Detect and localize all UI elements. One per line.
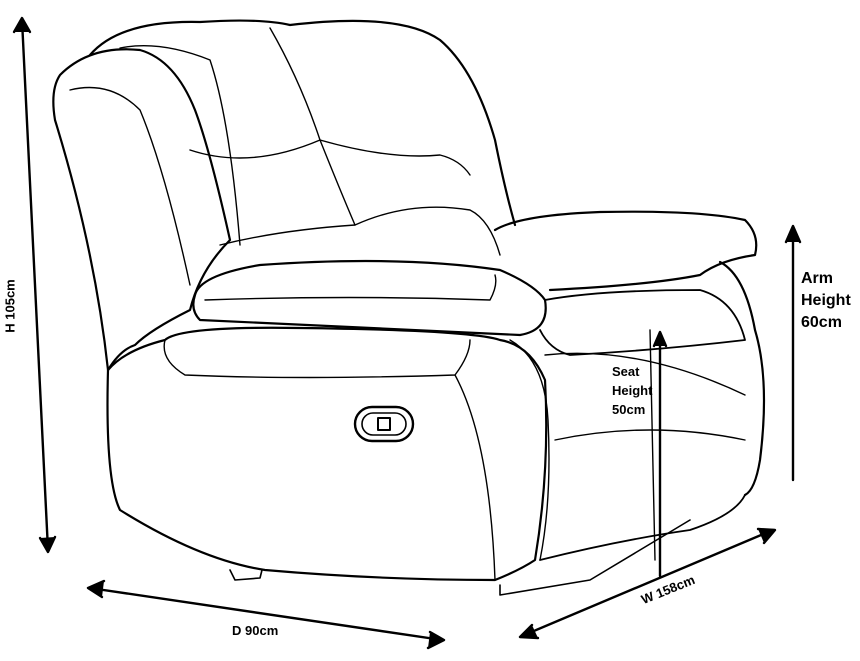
seat-height-label: Seat Height 50cm	[612, 362, 652, 419]
height-arrow	[12, 16, 57, 554]
right-armrest	[493, 210, 758, 292]
depth-label: D 90cm	[232, 623, 279, 638]
depth-arrow	[86, 579, 446, 650]
seat-height-line-3: 50cm	[612, 402, 646, 417]
chair-back	[88, 19, 517, 227]
seat-height-line-2: Height	[612, 383, 653, 398]
arm-height-arrow	[784, 224, 802, 482]
recline-handle-icon	[353, 405, 415, 443]
width-arrow	[518, 527, 777, 640]
arm-height-line-2: Height	[801, 292, 851, 309]
seat-cushion	[539, 289, 746, 356]
arm-height-label: Arm Height 60cm	[801, 268, 851, 334]
height-label: H 105cm	[2, 279, 18, 333]
arm-height-line-1: Arm	[801, 270, 834, 287]
arm-height-line-3: 60cm	[801, 314, 842, 331]
chair-side-wing	[52, 48, 232, 372]
seat-height-arrow	[652, 330, 668, 578]
seat-height-line-1: Seat	[612, 364, 640, 379]
chair-front	[106, 326, 548, 582]
